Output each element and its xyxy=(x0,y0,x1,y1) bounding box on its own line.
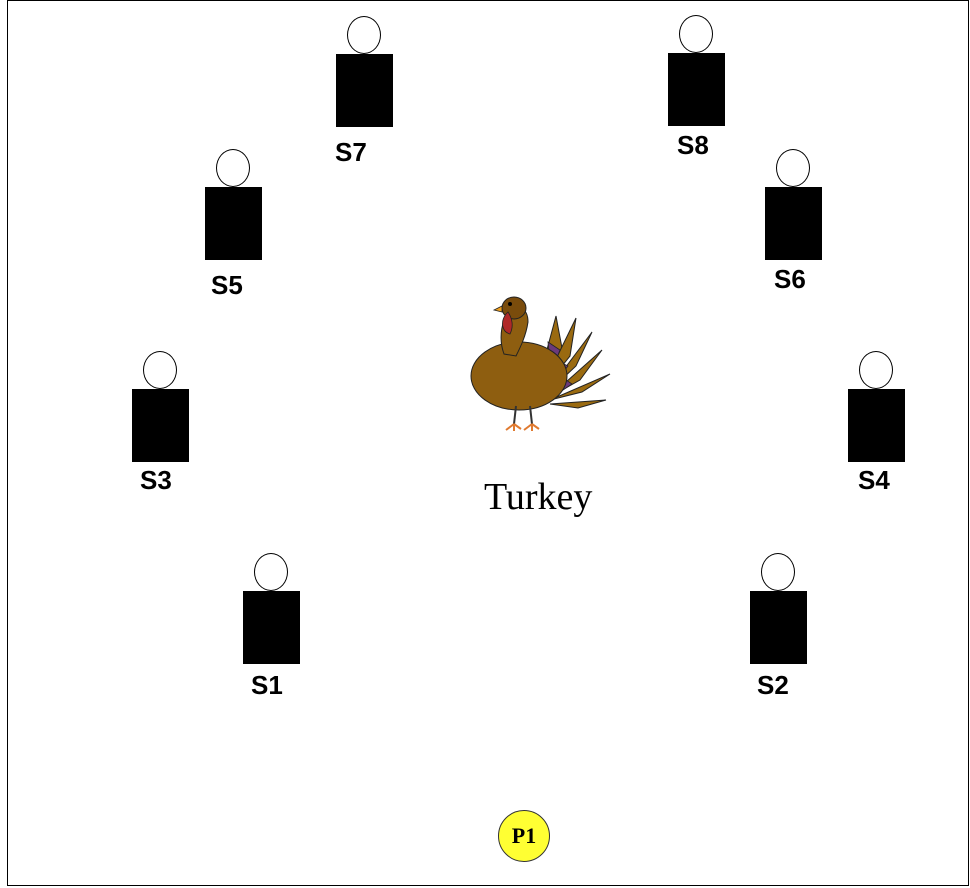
station-label-s6: S6 xyxy=(774,264,806,295)
person-body xyxy=(750,591,807,664)
person-head xyxy=(347,16,381,54)
station-label-s2: S2 xyxy=(757,670,789,701)
person-head xyxy=(216,149,250,187)
person-body xyxy=(205,187,262,260)
person-head xyxy=(679,15,713,53)
station-s4 xyxy=(848,351,908,471)
person-head xyxy=(254,553,288,591)
station-s6 xyxy=(765,149,825,269)
person-head xyxy=(859,351,893,389)
person-body xyxy=(765,187,822,260)
person-body xyxy=(336,54,393,127)
person-body xyxy=(668,53,725,126)
turkey-icon xyxy=(464,288,614,438)
station-s8 xyxy=(668,15,728,135)
person-body xyxy=(848,389,905,462)
person-head xyxy=(143,351,177,389)
station-s1 xyxy=(243,553,303,673)
station-label-s1: S1 xyxy=(251,670,283,701)
station-label-s4: S4 xyxy=(858,465,890,496)
station-label-s5: S5 xyxy=(211,270,243,301)
station-s3 xyxy=(132,351,192,471)
position-marker-p1: P1 xyxy=(498,810,550,862)
station-label-s8: S8 xyxy=(677,130,709,161)
station-s2 xyxy=(750,553,810,673)
station-label-s7: S7 xyxy=(335,137,367,168)
person-head xyxy=(761,553,795,591)
person-head xyxy=(776,149,810,187)
turkey-label: Turkey xyxy=(484,475,592,519)
diagram-frame: S7 S8 S5 S6 S3 S4 S1 S2 xyxy=(7,0,969,886)
station-label-s3: S3 xyxy=(140,465,172,496)
person-body xyxy=(132,389,189,462)
person-body xyxy=(243,591,300,664)
station-s5 xyxy=(205,149,265,269)
station-s7 xyxy=(336,16,396,136)
